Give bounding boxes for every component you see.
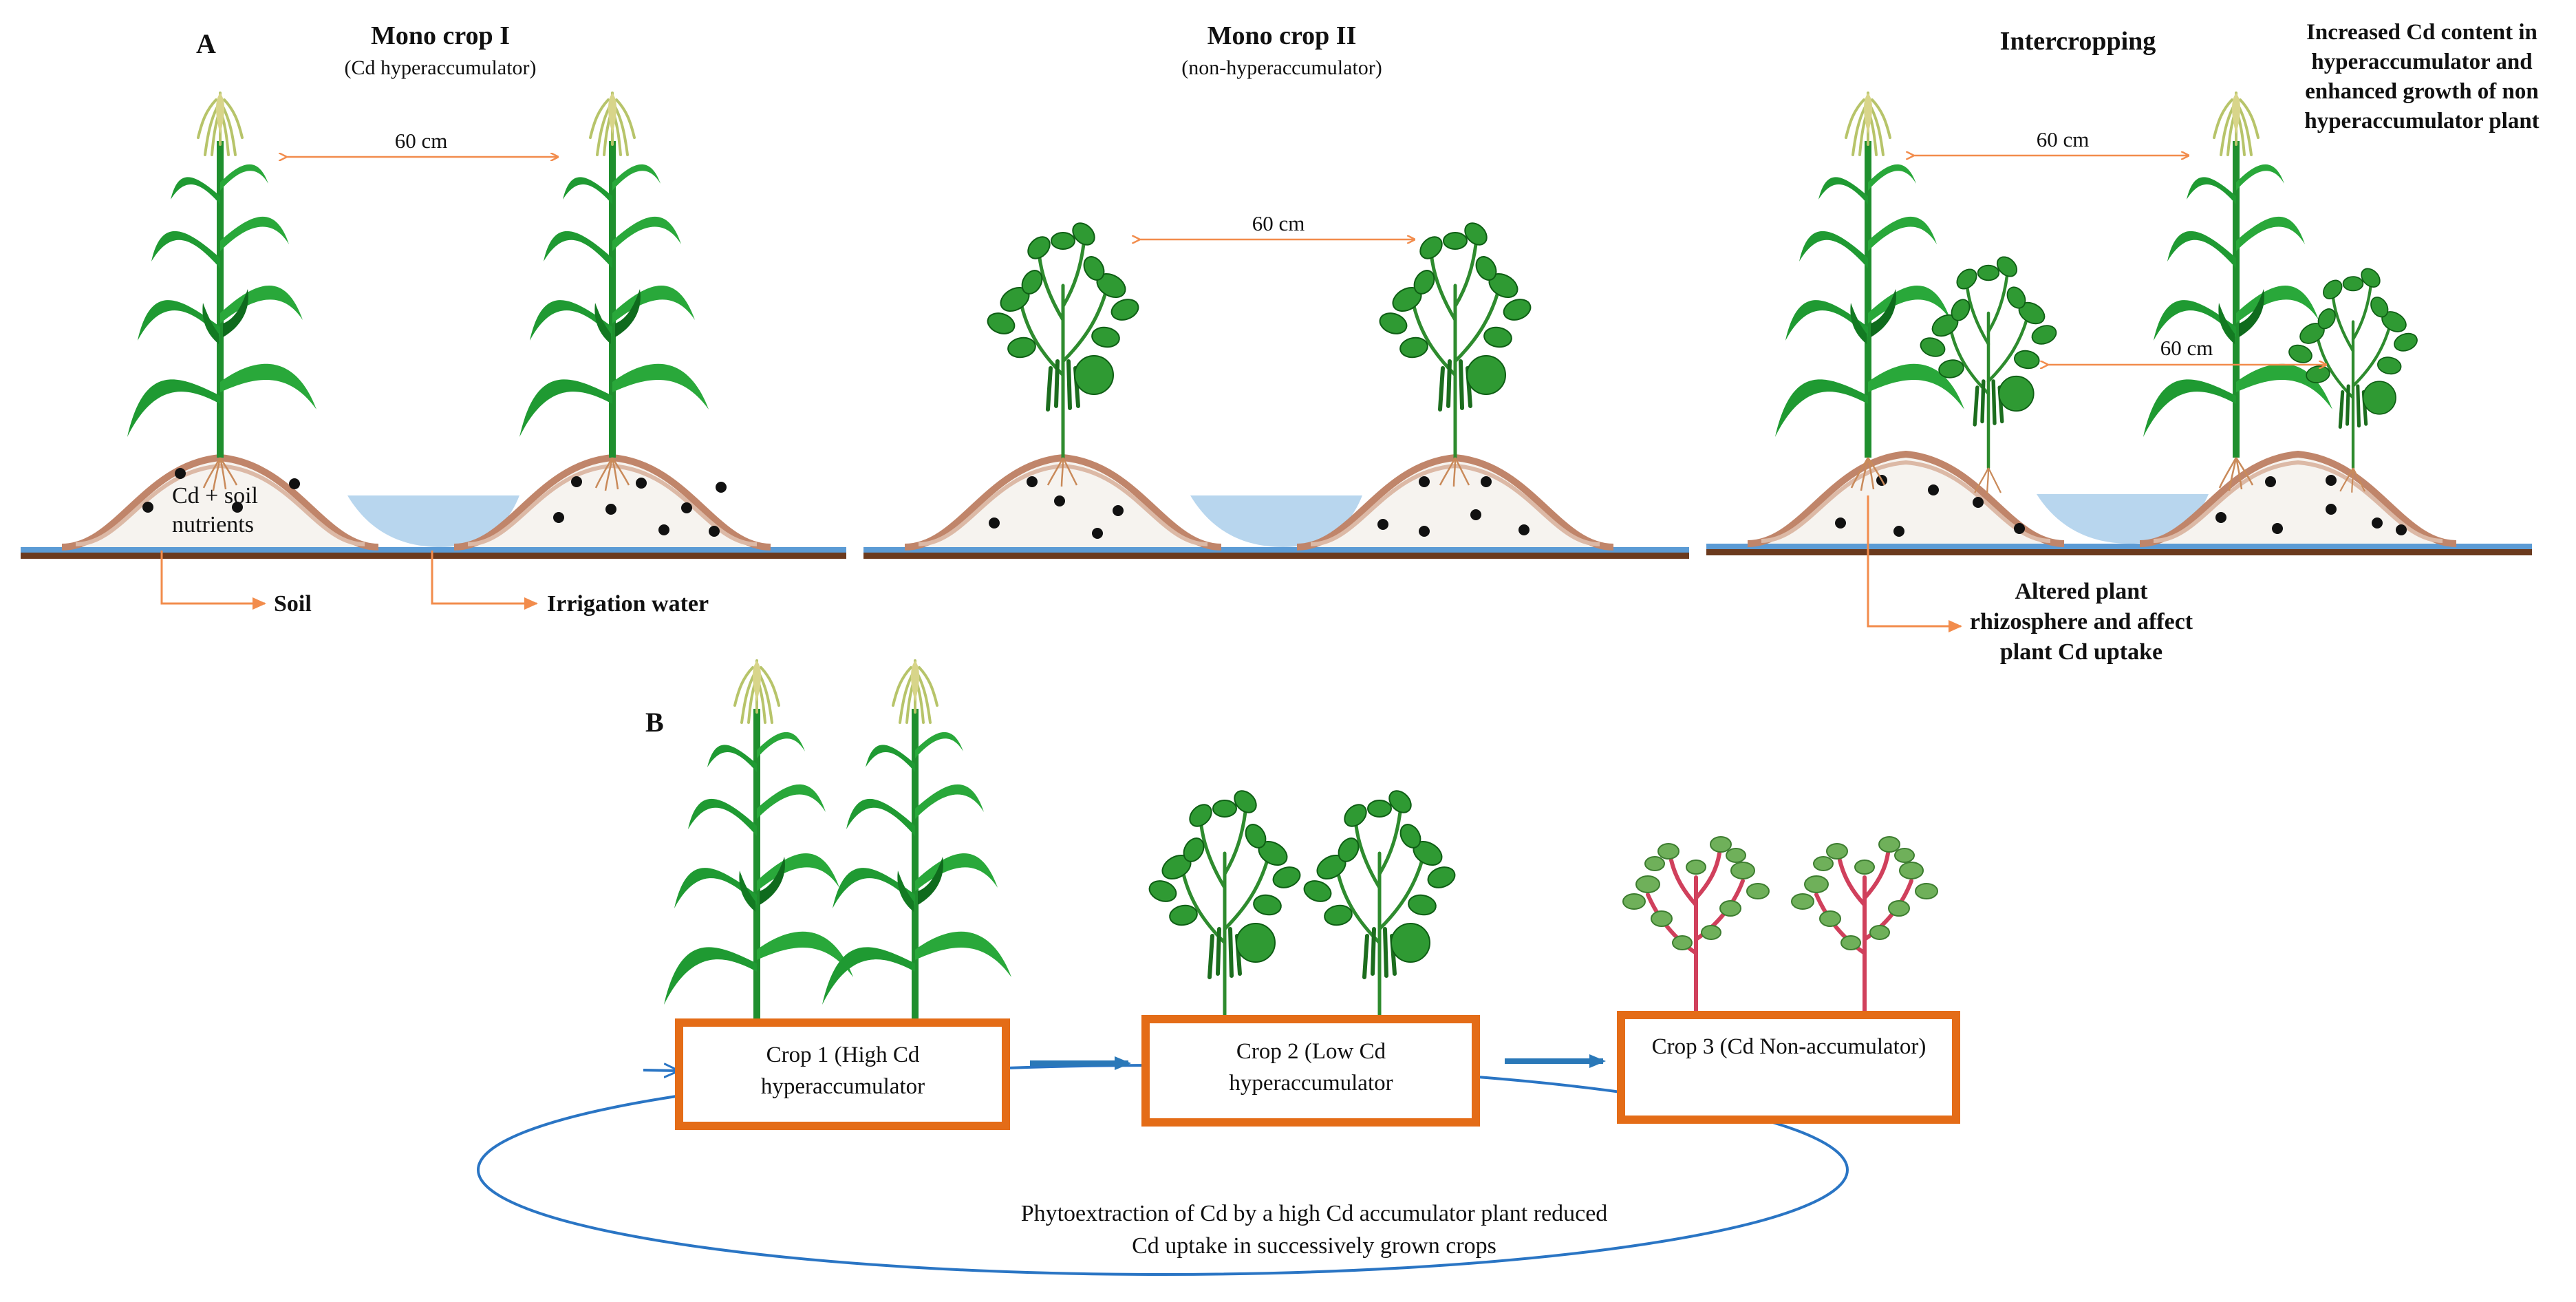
- mono-crop-1-subtitle: (Cd hyperaccumulator): [344, 56, 537, 79]
- maize-plant-icon: [2142, 92, 2334, 492]
- rhizosphere-callout-line: Altered plant: [2015, 579, 2148, 604]
- soybean-plant-icon: [985, 219, 1141, 487]
- crop-box-frame: [1141, 1015, 1480, 1127]
- intercropping-note-line: hyperaccumulator plant: [2304, 109, 2540, 134]
- ground-line-inter: [1706, 544, 2532, 555]
- intercropping-note-line: enhanced growth of non: [2305, 79, 2539, 104]
- crop-3-label: Crop 3 (Cd Non-accumulator): [1651, 1034, 1926, 1059]
- intercropping-note: Increased Cd content in hyperaccumulator…: [2291, 18, 2553, 136]
- mono-crop-2-subtitle: (non-hyperaccumulator): [1181, 56, 1382, 79]
- intercropping-note-line: Increased Cd content in: [2306, 20, 2537, 45]
- maize-plant-icon: [126, 92, 318, 492]
- crop-box-frame: [1617, 1011, 1960, 1124]
- mono-crop-2-title: Mono crop II: [1207, 21, 1357, 50]
- irrigation-water-callout-label: Irrigation water: [547, 591, 709, 617]
- soil-nutrients-label: Cd + soil nutrients: [172, 482, 258, 540]
- cd-particles: [142, 468, 2407, 539]
- intercropping-note-line: hyperaccumulator and: [2311, 50, 2533, 74]
- rhizosphere-callout-line: plant Cd uptake: [1999, 639, 2163, 665]
- distance-label-mono2: 60 cm: [1252, 211, 1305, 235]
- rhizosphere-callout: Altered plant rhizosphere and affect pla…: [1957, 577, 2205, 668]
- ground-line-mono2: [863, 547, 1689, 559]
- panel-a-label: A: [196, 28, 216, 59]
- cycle-arrowhead: [643, 1070, 678, 1071]
- purslane-plant-icon: [1623, 837, 1769, 1015]
- callout-arrow-water: [431, 551, 538, 610]
- intercropping-title: Intercropping: [1999, 27, 2156, 56]
- distance-label-inter-top: 60 cm: [2036, 127, 2090, 151]
- panel-b-label: B: [645, 707, 664, 738]
- soil-callout-label: Soil: [274, 591, 312, 617]
- soybean-plant-icon: [1301, 787, 1457, 1054]
- mono-crop-1-title: Mono crop I: [371, 21, 510, 50]
- rhizosphere-callout-line: rhizosphere and affect: [1969, 609, 2193, 634]
- soil-nutrients-label-line: nutrients: [172, 512, 254, 537]
- purslane-plant-icon: [1792, 837, 1938, 1015]
- distance-label-mono1: 60 cm: [394, 129, 448, 153]
- maize-plant-icon: [518, 92, 710, 492]
- ground-line-mono1: [21, 547, 846, 559]
- soybean-plant-icon: [1377, 219, 1533, 487]
- callout-arrow-soil: [160, 551, 266, 610]
- callout-arrow-rhizosphere: [1867, 495, 1962, 632]
- distance-label-inter-mid: 60 cm: [2160, 336, 2213, 360]
- irrigation-water-mono1: [347, 495, 519, 547]
- maize-plant-icon: [1774, 92, 1966, 492]
- crop-1-label: Crop 1 (High Cd hyperaccumulator: [760, 1043, 925, 1099]
- crop-2-label: Crop 2 (Low Cd hyperaccumulator: [1229, 1039, 1393, 1096]
- phytoextraction-caption: Phytoextraction of Cd by a high Cd accum…: [1020, 1201, 1608, 1259]
- maize-plant-icon: [821, 659, 1013, 1060]
- crop-box-frame: [675, 1018, 1010, 1130]
- soil-nutrients-label-line: Cd + soil: [172, 483, 258, 509]
- soybean-plant-icon: [1146, 787, 1302, 1054]
- irrigation-water-inter: [2037, 494, 2209, 544]
- irrigation-water-mono2: [1190, 495, 1362, 547]
